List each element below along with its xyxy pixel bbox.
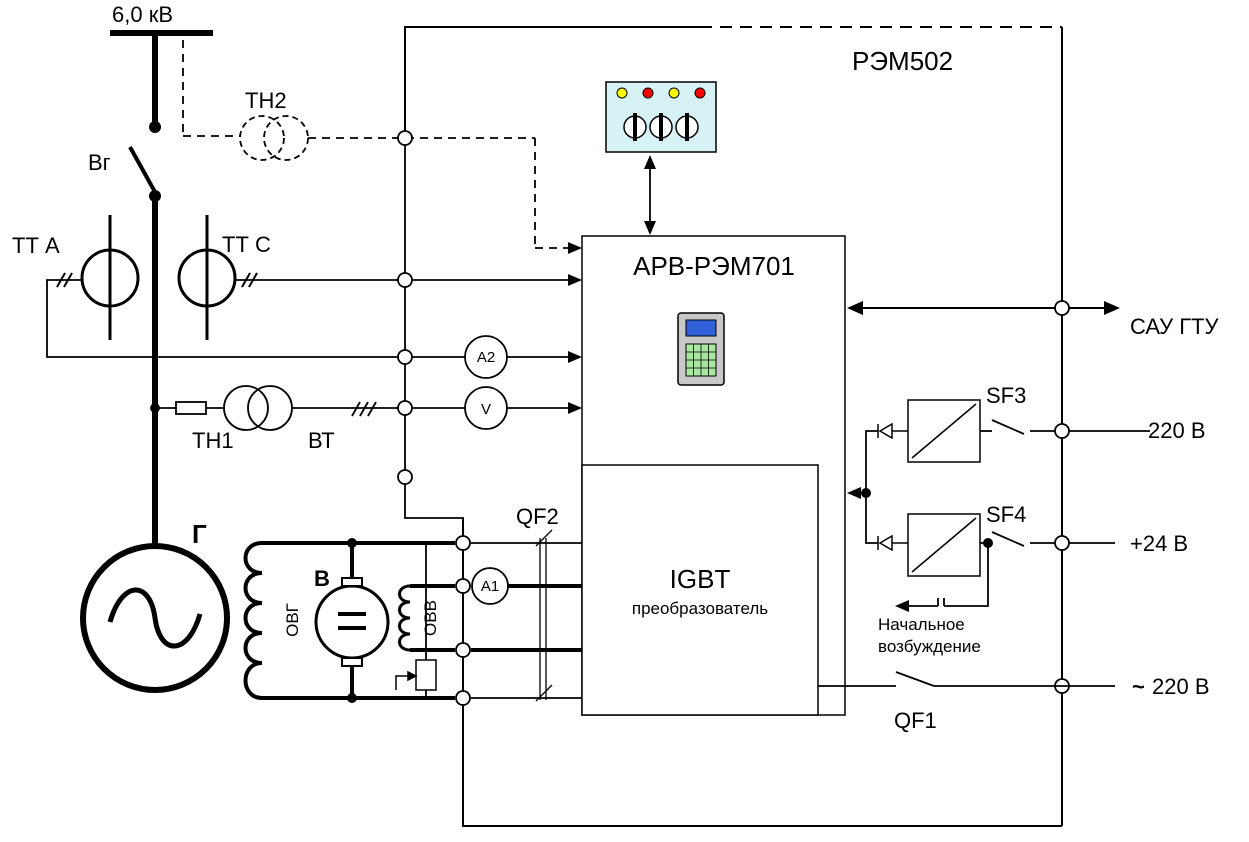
led-yellow-1	[616, 87, 628, 99]
meter-a2	[464, 335, 508, 379]
vt2-dashed-circuit	[182, 40, 570, 249]
power-supply-units	[907, 399, 981, 577]
qf2-label: QF2	[516, 504, 559, 529]
v24-label: +24 В	[1130, 531, 1188, 556]
keypad-device-icon	[677, 312, 725, 386]
initial-exc-arrow	[895, 600, 909, 612]
sf4-label: SF4	[986, 502, 1026, 527]
psu-wiring	[860, 419, 1150, 607]
excitation-wiring	[262, 541, 582, 700]
vt-label: ВТ	[308, 428, 335, 453]
meter-a1-label: A1	[481, 578, 499, 595]
junction-nodes	[397, 130, 413, 485]
qf1-line	[818, 671, 1115, 687]
bus-voltage-label: 6,0 кВ	[112, 2, 173, 27]
exciter-label: В	[314, 566, 330, 591]
igbt-block	[581, 464, 819, 716]
ac220-label: 220 В	[1152, 674, 1210, 699]
meter-v-label: V	[481, 401, 491, 418]
initial-exc-label-1: Начальное	[878, 615, 965, 634]
vt1-label: ТН1	[192, 428, 234, 453]
field-winding-gen	[243, 541, 263, 700]
panel-switches	[623, 113, 699, 141]
v220-label: 220 В	[1148, 418, 1206, 443]
sf3-label: SF3	[986, 383, 1026, 408]
ct-a-label: ТТ А	[12, 233, 60, 258]
meter-v	[464, 386, 508, 430]
qf1-label: QF1	[894, 708, 937, 733]
measurement-vertical	[404, 145, 464, 536]
arv-title: АРВ-РЭМ701	[633, 251, 795, 281]
vt2-label: ТН2	[245, 88, 287, 113]
generator-symbol	[80, 543, 230, 693]
field-gen-label: ОВГ	[283, 603, 302, 637]
exciter-junctions	[347, 538, 357, 703]
terminal-nodes	[455, 535, 471, 706]
led-yellow-2	[668, 87, 680, 99]
diodes	[877, 422, 908, 552]
field-winding-exc	[398, 584, 411, 652]
exciter-machine	[314, 577, 390, 667]
psu-junction	[861, 488, 871, 498]
generator-branch	[110, 30, 213, 548]
node-sau	[1054, 300, 1070, 316]
igbt-subtitle: преобразователь	[632, 599, 768, 618]
field-exc-label: ОВВ	[421, 600, 440, 636]
led-red-2	[694, 87, 706, 99]
sf4-junction	[983, 538, 993, 548]
qf2-switch	[535, 529, 553, 702]
meter-a1	[471, 567, 509, 605]
sau-label: САУ ГТУ	[1130, 314, 1220, 339]
meter-a2-label: A2	[477, 349, 495, 366]
right-nodes	[1054, 423, 1070, 694]
panel-link-arrow	[644, 155, 656, 235]
psu-arrow	[847, 487, 861, 499]
cabinet-label: РЭМ502	[852, 46, 953, 76]
ct-c-label: ТТ С	[222, 232, 271, 257]
generator-label: Г	[192, 519, 207, 549]
initial-exc-label-2: возбуждение	[878, 637, 981, 656]
input-arrows	[568, 242, 582, 414]
ac-symbol: ~	[1132, 674, 1145, 699]
igbt-title: IGBT	[670, 564, 731, 594]
led-red-1	[642, 87, 654, 99]
rheostat	[395, 659, 437, 691]
vt1-branch	[150, 385, 570, 431]
control-panel	[605, 81, 717, 153]
sau-link	[847, 301, 1120, 315]
breaker-gen-label: Вг	[88, 150, 111, 175]
